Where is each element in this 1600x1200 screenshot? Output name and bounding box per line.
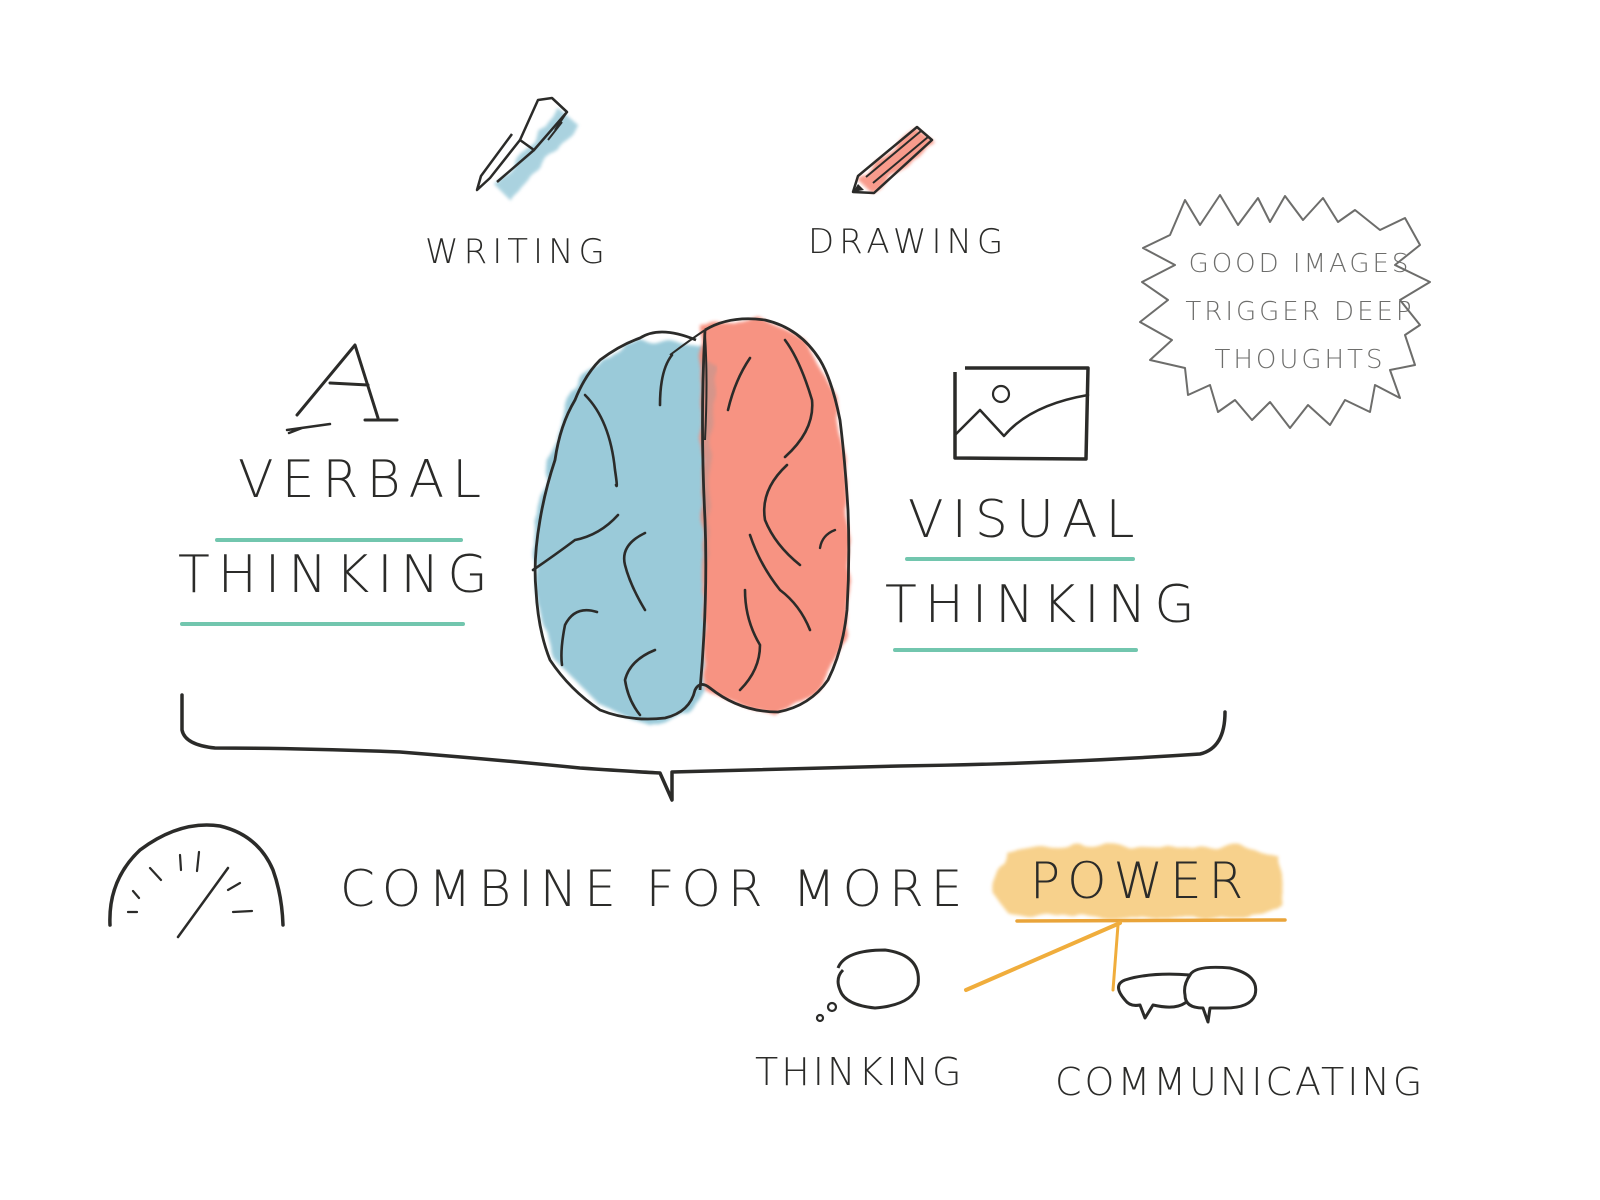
verbal-title: Verbal (238, 450, 490, 510)
brain-icon (531, 317, 851, 725)
power-connectors (964, 921, 1122, 992)
pencil-icon (851, 125, 935, 195)
writing-label: Writing (425, 232, 610, 272)
drawing-label: Drawing (808, 222, 1009, 262)
verbal-underline-2 (180, 622, 465, 626)
brain-left-hemisphere (535, 340, 705, 725)
verbal-underline-1 (215, 538, 463, 542)
image-icon (953, 366, 1090, 461)
callout-line-3: thoughts (1214, 345, 1386, 375)
conclusion-text: Combine for more (340, 860, 970, 918)
starburst-callout-icon (1139, 194, 1431, 429)
visual-underline-2 (893, 648, 1138, 652)
pen-icon (475, 96, 578, 200)
callout-line-1: Good images (1188, 249, 1412, 279)
visual-thinking-label: Thinking (885, 575, 1203, 635)
speedometer-icon (108, 823, 285, 939)
outcome-thinking-label: Thinking (755, 1050, 965, 1094)
outcome-communicating-label: Communicating (1055, 1060, 1426, 1104)
power-label: Power (1030, 852, 1251, 910)
visual-title: Visual (908, 490, 1143, 550)
curly-brace-icon (180, 693, 1227, 802)
callout-text: Good images trigger deep thoughts (1180, 240, 1420, 384)
speech-bubbles-icon (1117, 965, 1258, 1024)
brain-right-hemisphere (700, 318, 850, 715)
verbal-thinking-label: Thinking (178, 545, 496, 605)
thought-bubble-icon (815, 948, 920, 1023)
visual-underline-1 (905, 557, 1135, 561)
callout-line-2: trigger deep (1185, 297, 1415, 327)
power-highlight (990, 845, 1287, 923)
letter-a-icon (285, 343, 399, 435)
